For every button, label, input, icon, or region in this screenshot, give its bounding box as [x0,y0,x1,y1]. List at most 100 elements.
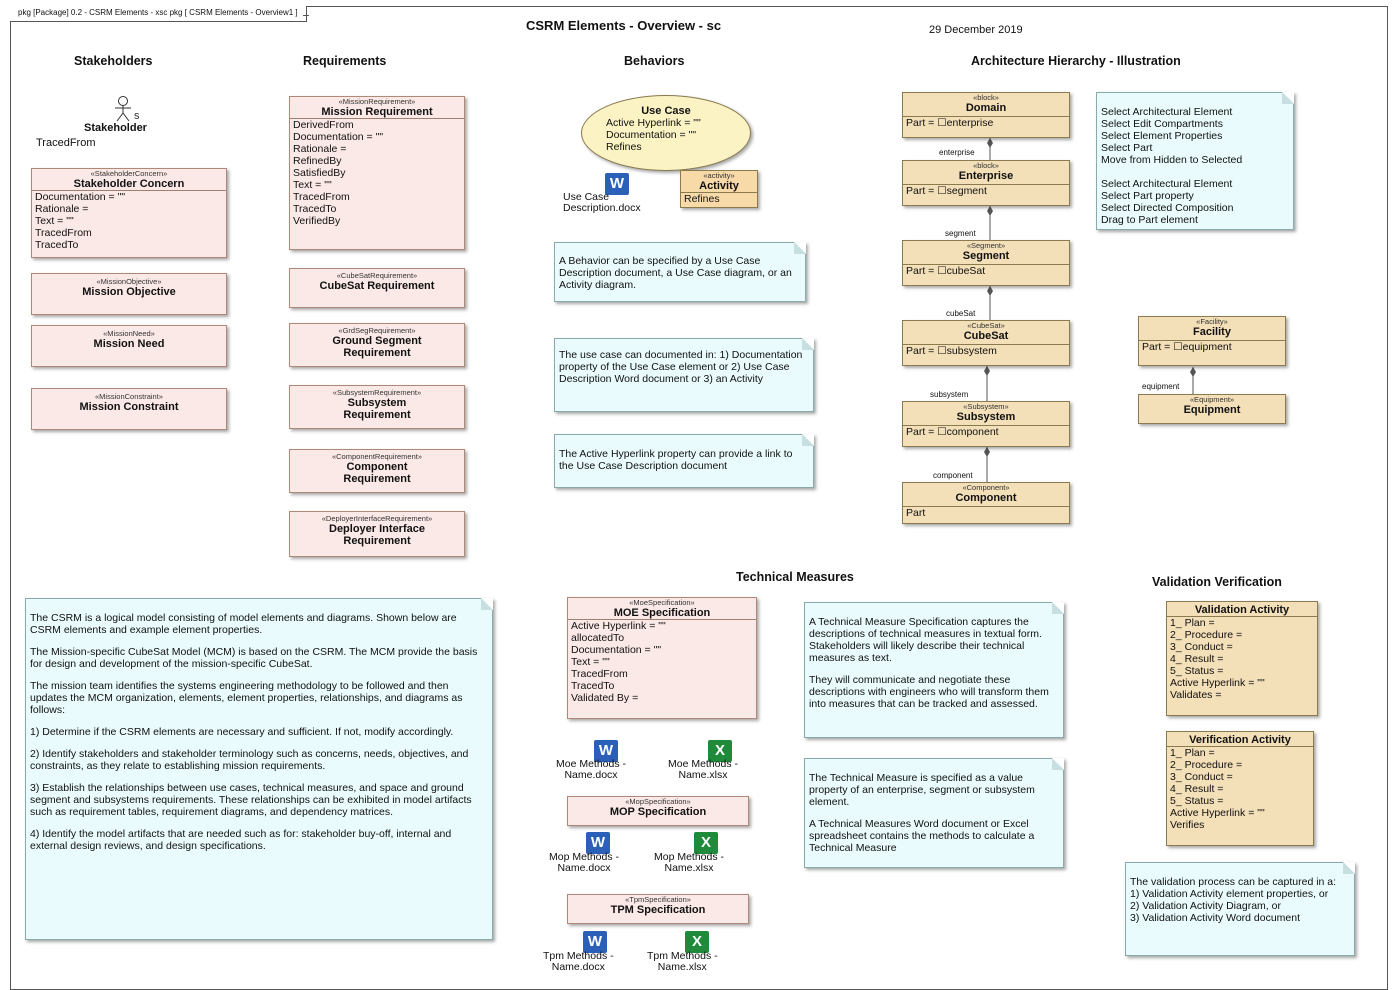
deployer-requirement-stereotype: «DeployerInterfaceRequirement» [321,514,433,523]
facility-block[interactable]: «Facility» Facility Part = ☐equipment [1138,316,1286,366]
prop: Refines [606,141,642,153]
mop-specification-box[interactable]: «MopSpecification» MOP Specification [567,796,749,826]
heading-stakeholders: Stakeholders [74,54,153,68]
component-requirement-stereotype: «ComponentRequirement» [331,452,423,461]
technical-measure-note-1: A Technical Measure Specification captur… [804,602,1064,738]
use-case-doc-label[interactable]: Use Case Description.docx [563,192,641,214]
cubesat-requirement-box[interactable]: «CubeSatRequirement» CubeSat Requirement [289,268,465,308]
subsystem-block[interactable]: «Subsystem» Subsystem Part = ☐component [902,401,1070,447]
mission-constraint-stereotype: «MissionConstraint» [95,392,163,401]
word-file-icon[interactable]: W [594,740,618,762]
note-line: 1) Validation Activity element propertie… [1130,888,1329,900]
word-file-icon[interactable]: W [605,173,629,195]
mop-stereotype: «MopSpecification» [625,797,691,806]
component-stereotype: «Component» [962,483,1010,492]
enterprise-part: Part = ☐segment [903,184,1069,197]
validation-activity-name: Validation Activity [1194,604,1290,616]
use-case-ellipse[interactable]: Use Case Active Hyperlink = "" Documenta… [581,95,751,171]
component-name: Component [955,492,1017,504]
validation-activity-box[interactable]: Validation Activity 1_ Plan = 2_ Procedu… [1166,601,1318,716]
heading-architecture: Architecture Hierarchy - Illustration [971,54,1181,68]
deployer-requirement-name-2: Requirement [343,535,411,547]
file-label-line: Name.xlsx [678,769,728,781]
deployer-requirement-box[interactable]: «DeployerInterfaceRequirement» Deployer … [289,511,465,557]
heading-behaviors: Behaviors [624,54,685,68]
mission-constraint-box[interactable]: «MissionConstraint» Mission Constraint [31,388,227,430]
segment-block[interactable]: «Segment» Segment Part = ☐cubeSat [902,240,1070,286]
facility-part: Part = ☐equipment [1139,340,1285,353]
file-label-line: Mop Methods - [549,851,620,863]
prop: Documentation = "" [571,644,662,656]
stakeholder-name[interactable]: Stakeholder [84,122,147,134]
mission-requirement-props: DerivedFrom Documentation = "" Rationale… [290,118,464,227]
component-block[interactable]: «Component» Component Part [902,482,1070,524]
component-requirement-name: Component [346,461,408,473]
word-file-icon[interactable]: W [586,832,610,854]
prop: Text = "" [35,215,74,227]
note-paragraph: 3) Establish the relationships between u… [30,782,472,818]
connector-label-component: component [933,471,973,480]
equipment-block[interactable]: «Equipment» Equipment [1138,394,1286,424]
subsystem-name: Subsystem [956,411,1016,423]
behavior-note-2: The use case can documented in: 1) Docum… [554,338,814,412]
moe-name: MOE Specification [613,607,711,619]
mission-objective-box[interactable]: «MissionObjective» Mission Objective [31,273,227,315]
verification-activity-name: Verification Activity [1189,734,1291,746]
prop: 4_ Result = [1170,653,1224,665]
excel-file-icon[interactable]: X [685,931,709,953]
tpm-word-label[interactable]: Tpm Methods - Name.docx [543,951,614,973]
stakeholder-concern-box[interactable]: «StakeholderConcern» Stakeholder Concern… [31,168,227,258]
file-label-line: Use Case [563,191,610,203]
activity-box[interactable]: «activity» Activity Refines [680,170,758,208]
file-label-line: Description.docx [563,202,641,214]
activity-prop: Refines [681,192,757,205]
note-paragraph: They will communicate and negotiate thes… [809,674,1049,710]
domain-name: Domain [965,102,1007,114]
prop: Validated By = [571,692,639,704]
cubesat-block[interactable]: «CubeSat» CubeSat Part = ☐subsystem [902,320,1070,366]
note-paragraph: A Technical Measure Specification captur… [809,616,1042,664]
prop: TracedFrom [293,191,350,203]
file-label-line: Tpm Methods - [543,950,614,962]
svg-text:s: s [134,110,140,122]
prop: Validates = [1170,689,1222,701]
prop: 2_ Procedure = [1170,629,1243,641]
note-paragraph: The Technical Measure is specified as a … [809,772,1035,808]
mission-objective-name: Mission Objective [82,286,176,298]
prop: Active Hyperlink = "" [606,117,701,129]
cubesat-requirement-stereotype: «CubeSatRequirement» [336,271,418,280]
connector-label-segment: segment [945,229,976,238]
frame-tab: pkg [Package] 0.2 - CSRM Elements - xsc … [10,6,307,22]
stakeholder-actor-icon: s [115,96,140,122]
ground-segment-requirement-box[interactable]: «GrdSegRequirement» Ground Segment Requi… [289,323,465,367]
equipment-stereotype: «Equipment» [1189,395,1235,404]
moe-specification-box[interactable]: «MoeSpecification» MOE Specification Act… [567,597,757,719]
enterprise-stereotype: «block» [973,161,999,170]
mop-word-label[interactable]: Mop Methods - Name.docx [549,852,619,874]
verification-activity-box[interactable]: Verification Activity 1_ Plan = 2_ Proce… [1166,731,1314,846]
moe-excel-label[interactable]: Moe Methods - Name.xlsx [668,759,738,781]
prop: Rationale = [35,203,89,215]
mission-requirement-box[interactable]: «MissionRequirement» Mission Requirement… [289,96,465,250]
tpm-specification-box[interactable]: «TpmSpecification» TPM Specification [567,894,749,924]
subsystem-requirement-box[interactable]: «SubsystemRequirement» Subsystem Require… [289,385,465,429]
mission-need-box[interactable]: «MissionNeed» Mission Need [31,325,227,367]
moe-word-label[interactable]: Moe Methods - Name.docx [556,759,626,781]
prop: 3_ Conduct = [1170,641,1233,653]
mission-objective-stereotype: «MissionObjective» [96,277,162,286]
component-requirement-box[interactable]: «ComponentRequirement» Component Require… [289,449,465,493]
excel-file-icon[interactable]: X [708,740,732,762]
note-paragraph: 4) Identify the model artifacts that are… [30,828,452,852]
moe-props: Active Hyperlink = "" allocatedTo Docume… [568,619,756,704]
mop-excel-label[interactable]: Mop Methods - Name.xlsx [654,852,724,874]
technical-measure-note-2: The Technical Measure is specified as a … [804,758,1064,868]
domain-part: Part = ☐enterprise [903,116,1069,129]
diagram-date: 29 December 2019 [929,24,1023,36]
note-paragraph: 2) Identify stakeholders and stakeholder… [30,748,469,772]
domain-block[interactable]: «block» Domain Part = ☐enterprise [902,92,1070,138]
excel-file-icon[interactable]: X [694,832,718,854]
enterprise-block[interactable]: «block» Enterprise Part = ☐segment [902,160,1070,206]
tpm-excel-label[interactable]: Tpm Methods - Name.xlsx [647,951,718,973]
word-file-icon[interactable]: W [583,931,607,953]
